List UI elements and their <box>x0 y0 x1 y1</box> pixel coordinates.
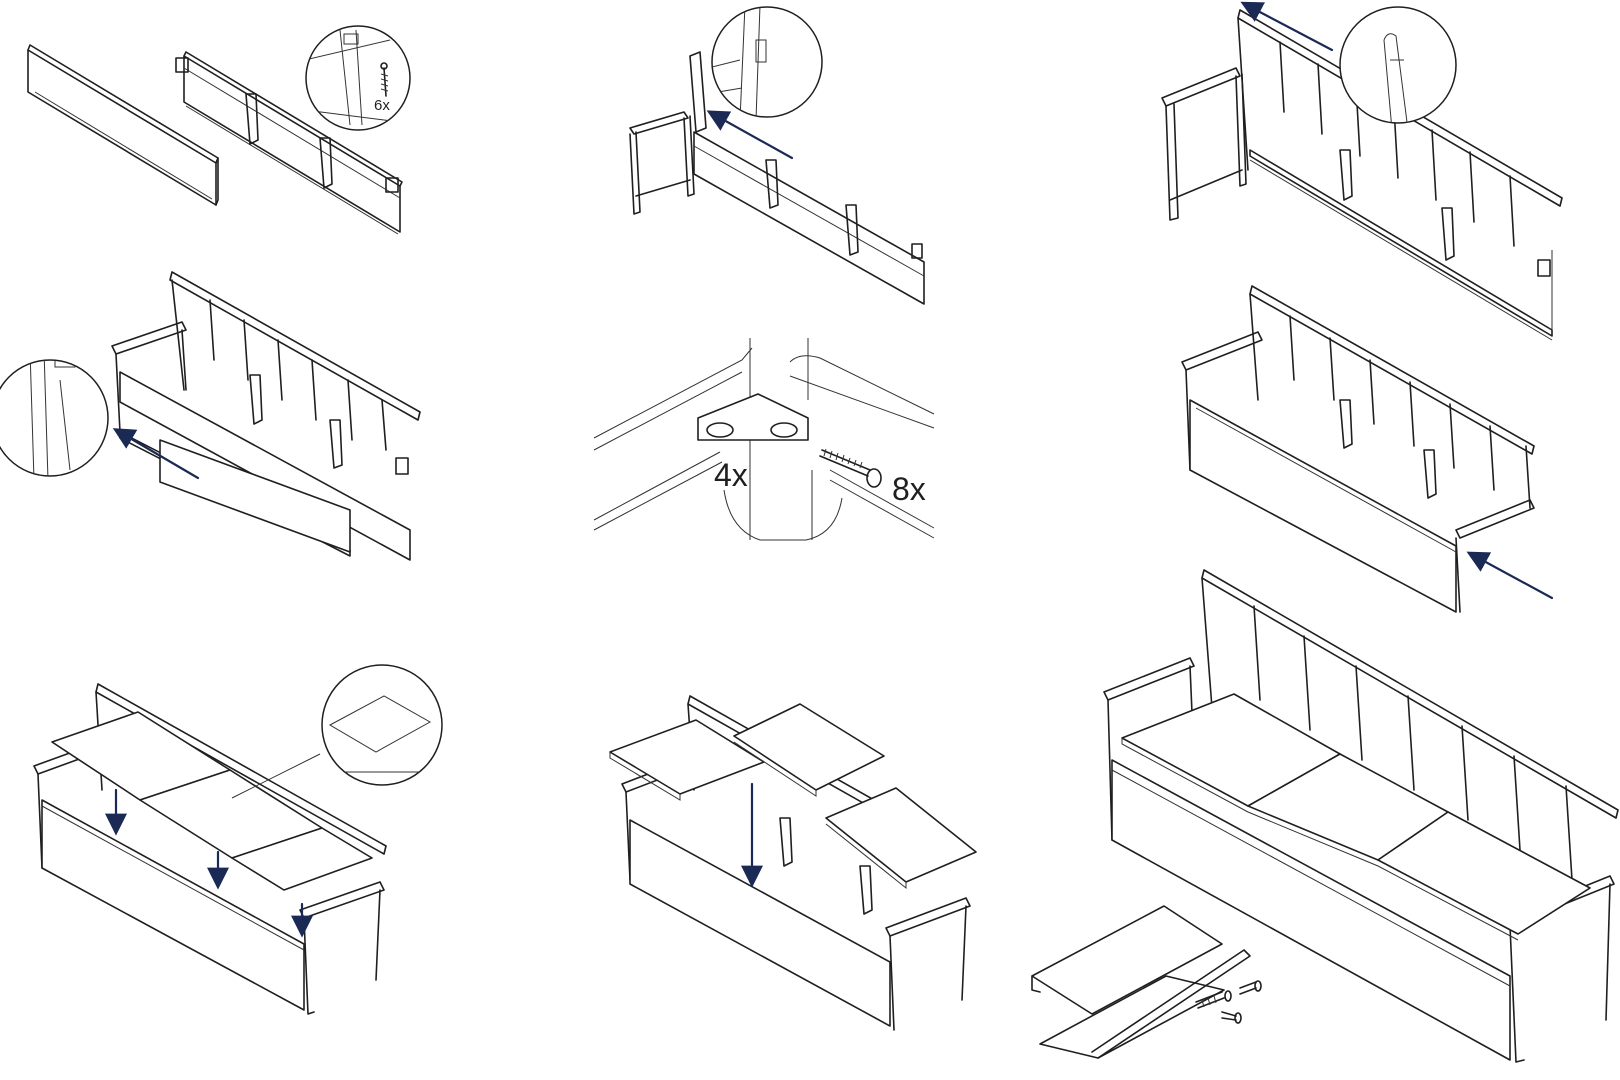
direction-arrow-icon <box>1240 1 1334 52</box>
lid-panels <box>51 711 373 891</box>
back-panel <box>1249 149 1553 341</box>
back-panel-with-brackets <box>175 51 403 235</box>
detail-zoom-panel <box>0 359 109 477</box>
screw-quantity-label: 6x <box>374 97 390 114</box>
side-frame-left <box>629 51 707 215</box>
lid-panels <box>609 703 977 890</box>
step6-box-frame <box>1181 285 1554 613</box>
side-frame-left <box>1161 67 1247 221</box>
seat-cushions <box>1121 693 1591 941</box>
screw-icon <box>1221 1011 1242 1024</box>
box-front <box>1111 759 1511 1061</box>
front-panel <box>27 44 219 206</box>
back-panel-attached <box>693 131 925 305</box>
box-front <box>629 817 891 1027</box>
bench-frame <box>111 271 421 451</box>
step7-lids-lowered <box>33 664 443 1015</box>
screw-icon <box>1239 980 1262 995</box>
direction-arrow-icon <box>706 110 794 160</box>
bolt-icon <box>819 448 882 488</box>
step4-front-panel <box>0 271 421 561</box>
box-front <box>41 799 305 1011</box>
box-panels <box>1189 399 1457 613</box>
direction-arrow-icon <box>1466 551 1554 600</box>
bolt-quantity-label: 8x <box>892 471 926 507</box>
direction-arrow-icon <box>112 428 200 480</box>
step3-backrest <box>1161 1 1563 341</box>
detail-zoom-joint <box>711 6 823 118</box>
detail-zoom-slat <box>1339 6 1457 124</box>
step9-finished-bench <box>1031 569 1619 1063</box>
corner-bracket-icon <box>697 393 809 441</box>
step1-panels: 6x <box>27 25 411 235</box>
bracket-quantity-label: 4x <box>714 457 748 493</box>
detail-zoom-lid <box>321 664 443 786</box>
corner-construction <box>593 338 935 541</box>
screw-icon <box>380 62 389 97</box>
detail-zoom-screw: 6x <box>305 25 411 131</box>
step5-corner-brackets: 4x 8x <box>593 338 935 541</box>
screw-icon <box>1195 990 1232 1009</box>
bench-frame <box>1181 285 1535 613</box>
step2-attach-back-panel <box>629 6 925 305</box>
step8-lids-placed <box>609 695 977 1031</box>
lid-cross-section <box>1031 905 1251 1059</box>
front-panel <box>119 431 351 557</box>
